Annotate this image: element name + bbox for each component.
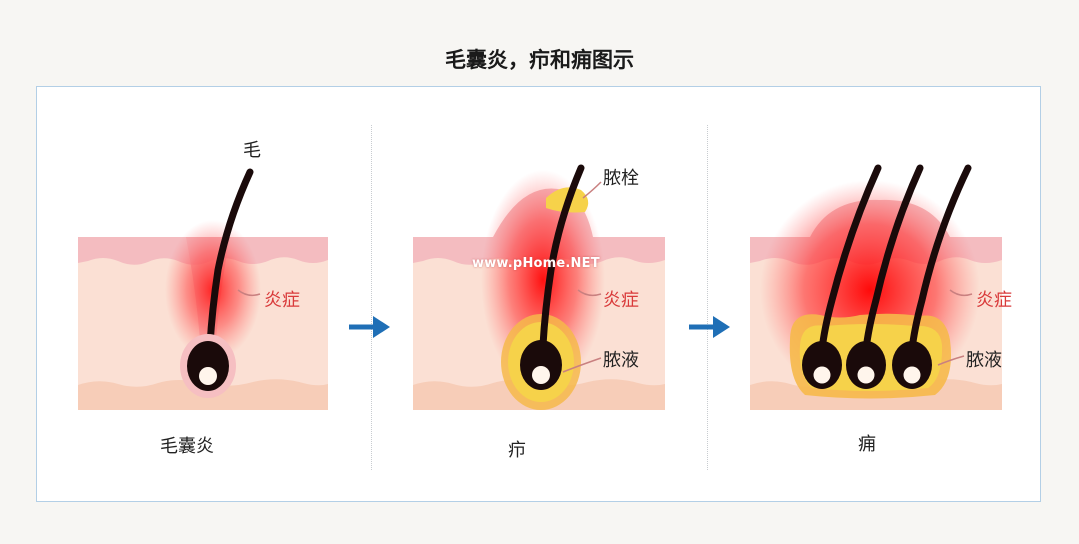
hair-bulb <box>187 341 229 391</box>
label-hair: 毛 <box>243 140 261 161</box>
panel-furuncle: 脓栓 炎症 脓液 <box>413 140 665 420</box>
panel-carbuncle: 炎症 脓液 <box>750 140 1012 420</box>
furuncle-illustration <box>413 164 665 410</box>
watermark: www.pHome.NET <box>472 256 600 271</box>
label-pus: 脓液 <box>966 350 1002 371</box>
hair-bulb <box>520 340 562 390</box>
page-title: 毛囊炎，疖和痈图示 <box>445 48 634 72</box>
label-pus-plug: 脓栓 <box>603 168 639 189</box>
panel-folliculitis: 毛 炎症 <box>78 140 328 420</box>
hair-bulb <box>892 341 932 389</box>
caption-furuncle: 疖 <box>508 440 526 461</box>
hair-shaft <box>818 164 882 354</box>
carbuncle-illustration <box>750 164 1002 410</box>
folliculitis-illustration <box>78 168 328 410</box>
label-inflammation: 炎症 <box>976 290 1012 311</box>
caption-carbuncle: 痈 <box>858 434 876 455</box>
hair-shaft <box>206 168 254 349</box>
arrow-right-icon <box>689 316 730 338</box>
arrow-right-icon <box>349 316 390 338</box>
hair-shaft <box>862 164 924 354</box>
label-pus: 脓液 <box>603 350 639 371</box>
hair-shaft <box>908 164 972 354</box>
hair-shaft <box>539 164 585 349</box>
panel-divider <box>371 125 372 470</box>
label-inflammation: 炎症 <box>603 290 639 311</box>
hair-bulb <box>802 341 842 389</box>
label-inflammation: 炎症 <box>264 290 300 311</box>
hair-bulb <box>846 341 886 389</box>
caption-folliculitis: 毛囊炎 <box>160 436 214 457</box>
panel-divider <box>707 125 708 470</box>
